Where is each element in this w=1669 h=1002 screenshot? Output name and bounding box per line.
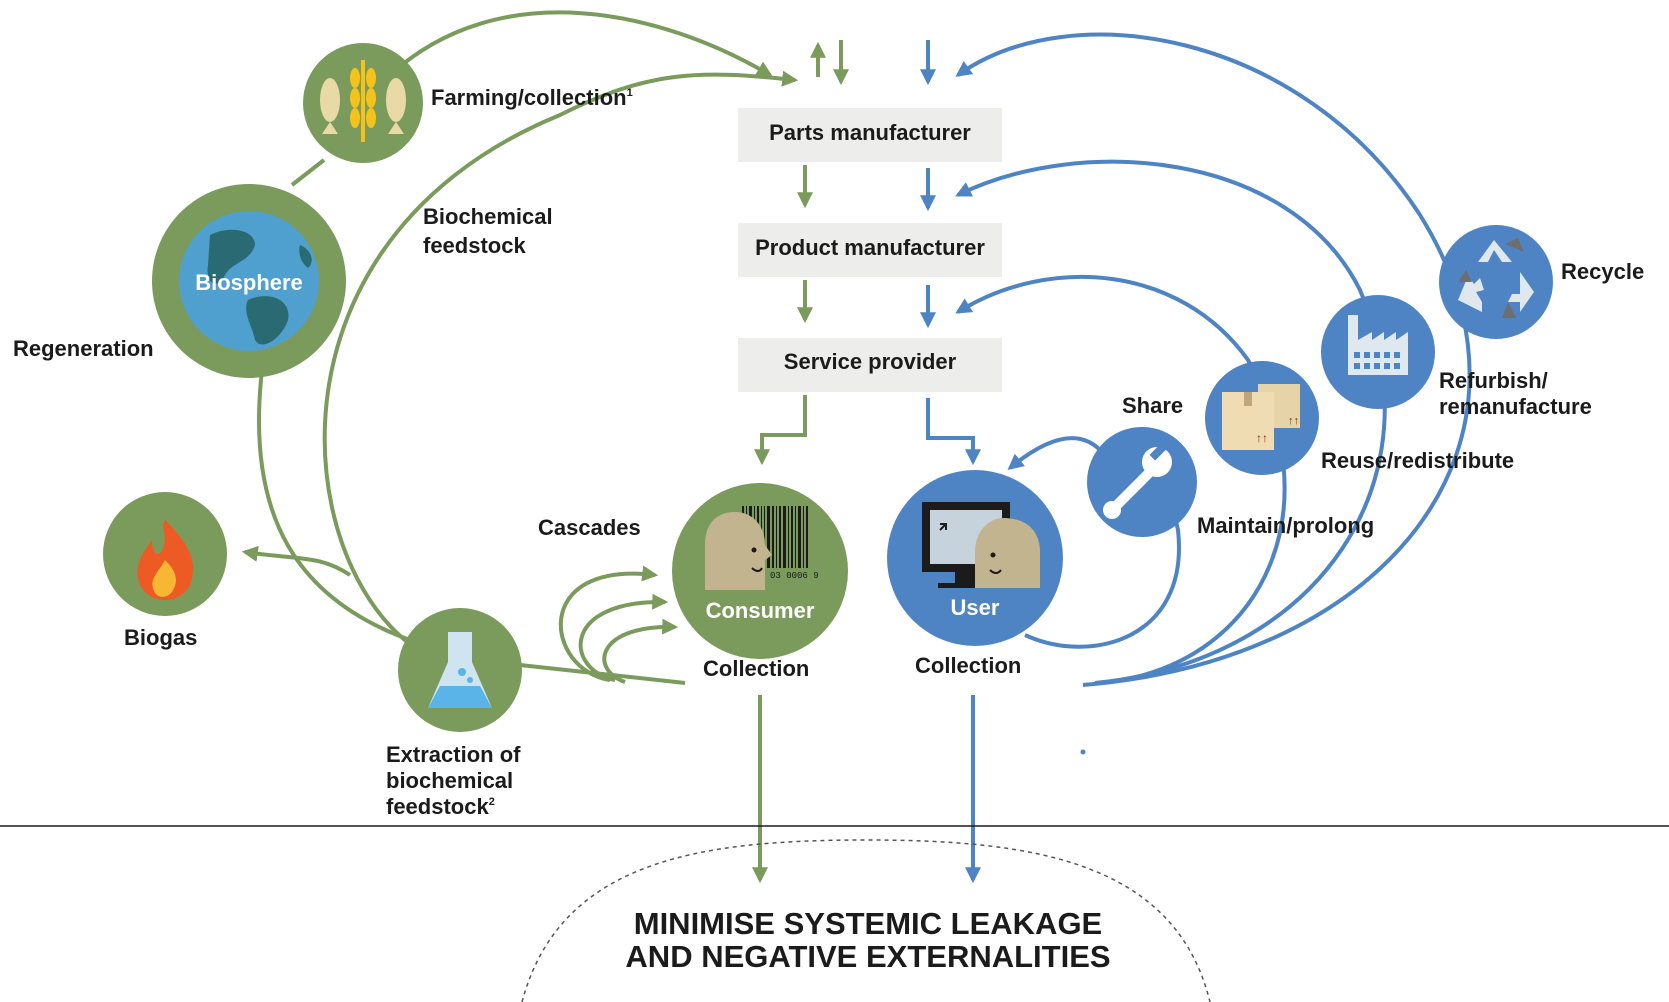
consumer-label: Consumer (706, 598, 815, 623)
consumer-collection-label: Collection (703, 656, 809, 681)
regeneration-label: Regeneration (13, 336, 154, 361)
stray-dot (1080, 749, 1086, 755)
recycle-icon (1458, 238, 1534, 318)
fish-wheat-icon (320, 60, 406, 142)
refurbish-node (1321, 295, 1435, 409)
cascades-label: Cascades (538, 515, 641, 540)
recycle-node (1439, 225, 1553, 339)
factory-icon (1348, 315, 1408, 375)
barcode-stripe (779, 506, 781, 568)
consumer-node: 03 0006 9 Consumer (672, 483, 848, 659)
barcode-stripe (791, 506, 793, 568)
reuse-label: Reuse/redistribute (1321, 448, 1514, 473)
user-label: User (951, 595, 1000, 620)
service-provider-box (738, 338, 1002, 392)
refurbish-label-line1: Refurbish/ (1439, 368, 1548, 393)
maintain-node (1087, 427, 1197, 537)
barcode-stripe (788, 506, 789, 568)
refurbish-label-line2: remanufacture (1439, 394, 1592, 419)
person-computer-icon (922, 502, 1040, 588)
farming-node (303, 43, 423, 163)
extraction-node (398, 608, 522, 732)
globe-icon (179, 211, 319, 351)
recycle-circle (1439, 225, 1553, 339)
leakage-headline-line2: AND NEGATIVE EXTERNALITIES (625, 939, 1110, 974)
service-provider-label: Service provider (784, 349, 957, 374)
barcode-stripe (772, 506, 774, 568)
biochemical-feedstock-label-line2: feedstock (423, 233, 526, 258)
reuse-node: ↑↑ ↑↑ (1205, 361, 1319, 475)
biogas-label: Biogas (124, 625, 197, 650)
extraction-label-line3: feedstock2 (386, 794, 495, 819)
barcode-stripe (803, 506, 804, 568)
extraction-label-line2: biochemical (386, 768, 513, 793)
barcode-stripe (764, 506, 765, 568)
boxes-icon: ↑↑ ↑↑ (1222, 384, 1300, 450)
flask-icon (428, 632, 492, 708)
product-manufacturer-label: Product manufacturer (755, 235, 985, 260)
biochemical-feedstock-label-line1: Biochemical (423, 204, 553, 229)
leakage-headline-line1: MINIMISE SYSTEMIC LEAKAGE (634, 906, 1102, 941)
biosphere-label: Biosphere (195, 270, 303, 295)
barcode-stripe (806, 506, 808, 568)
product-manufacturer-box (738, 223, 1002, 277)
barcode-digits: 03 0006 9 (770, 571, 819, 581)
barcode-stripe (783, 506, 786, 568)
barcode-stripe (767, 506, 770, 568)
svg-text:↑↑: ↑↑ (1288, 415, 1299, 427)
svg-text:↑↑: ↑↑ (1256, 431, 1268, 445)
biological-flow-lines (241, 10, 849, 884)
parts-manufacturer-box (738, 108, 1002, 162)
flame-icon (137, 520, 194, 600)
barcode-stripe (776, 506, 777, 568)
maintain-label: Maintain/prolong (1197, 513, 1374, 538)
biosphere-node: Biosphere (152, 184, 346, 378)
person-barcode-icon: 03 0006 9 (705, 506, 819, 590)
share-label: Share (1122, 393, 1183, 418)
user-node: User (887, 470, 1063, 646)
extraction-label-line1: Extraction of (386, 742, 521, 767)
wrench-icon (1103, 443, 1172, 519)
parts-manufacturer-label: Parts manufacturer (769, 120, 971, 145)
user-collection-label: Collection (915, 653, 1021, 678)
barcode-stripe (798, 506, 801, 568)
farming-label: Farming/collection1 (431, 85, 633, 110)
biogas-node (103, 492, 227, 616)
leakage-boundary (521, 839, 1211, 1002)
recycle-label: Recycle (1561, 259, 1644, 284)
barcode-stripe (795, 506, 796, 568)
